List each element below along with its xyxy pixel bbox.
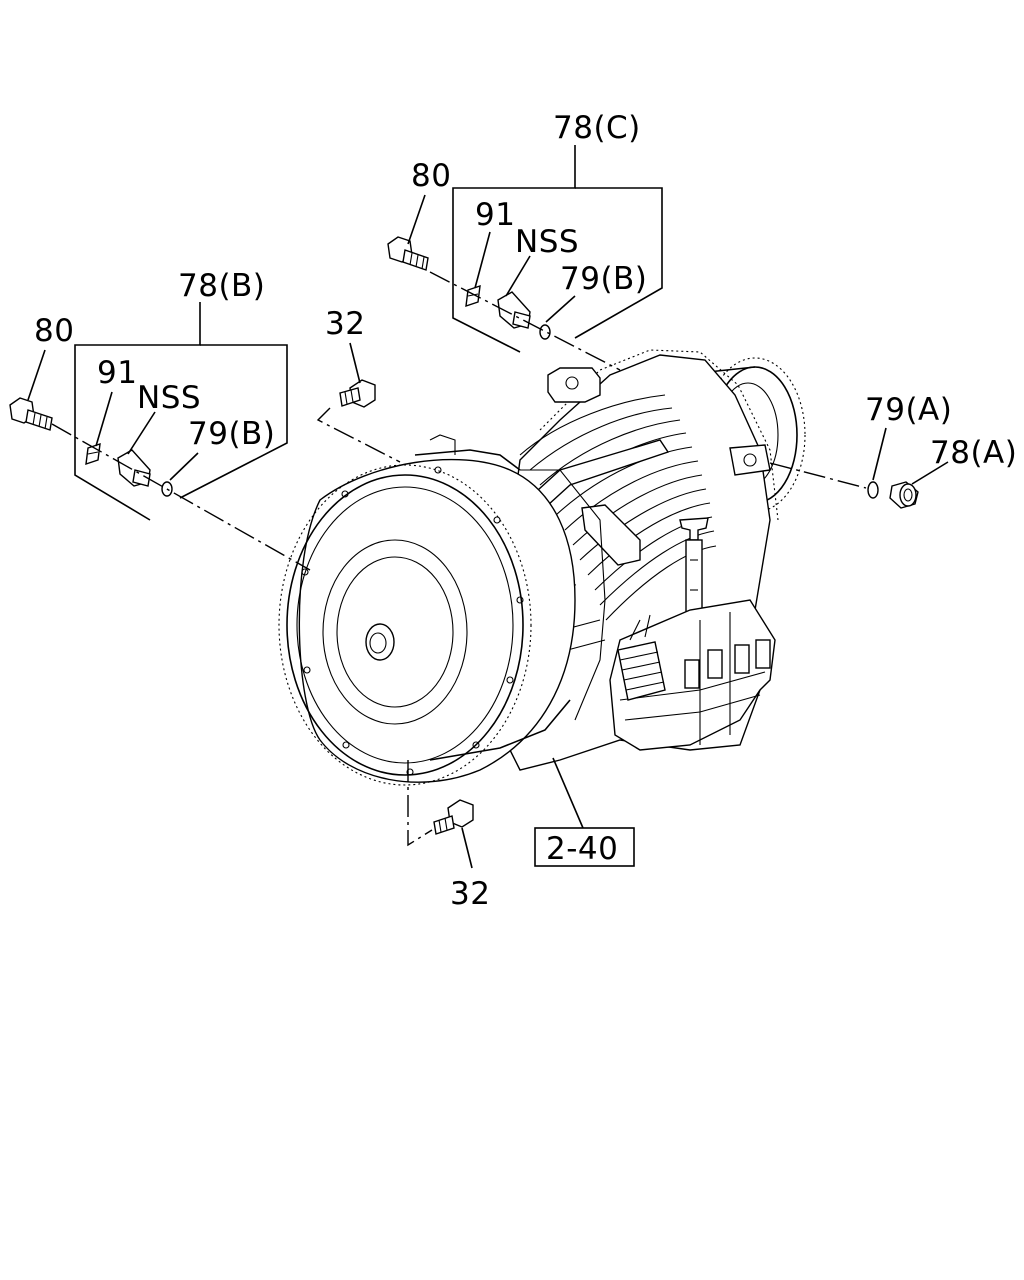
label-32-top: 32 [325,306,365,342]
label-nss-top: NSS [515,224,579,260]
bolt-32-bottom [407,760,474,869]
oring-79b-top-icon [539,324,551,340]
label-80-left: 80 [34,313,74,349]
label-78b: 78(B) [178,268,265,304]
label-32-bottom: 32 [450,876,490,912]
wiring-connector [617,614,666,701]
bolt-32-top [316,342,401,463]
dipstick [679,517,709,619]
bell-housing [278,434,606,786]
label-79b-left: 79(B) [188,416,275,452]
label-91-left: 91 [97,355,137,391]
oring-79a-icon [867,481,879,499]
label-91-top: 91 [475,197,515,233]
bolt-80-left-icon [9,397,53,431]
label-80-top: 80 [411,158,451,194]
transmission-assembly [278,349,806,786]
label-nss-left: NSS [137,380,201,416]
bolt-80-top-icon [387,236,429,271]
reference-box-label[interactable]: 2-40 [546,831,618,867]
callout-group-78b [9,302,311,571]
label-79a: 79(A) [865,392,952,428]
label-78a: 78(A) [930,435,1017,471]
sensor-nss-top-icon [497,291,531,329]
reference-box[interactable]: 2-40 [534,757,635,867]
label-78c: 78(C) [553,110,641,146]
sensor-nss-left-icon [117,449,151,487]
plug-78a-icon [889,481,919,509]
valve-body [609,599,776,751]
label-79b-top: 79(B) [560,261,647,297]
plug-group-78a [769,427,949,509]
callout-group-78c [387,145,663,371]
